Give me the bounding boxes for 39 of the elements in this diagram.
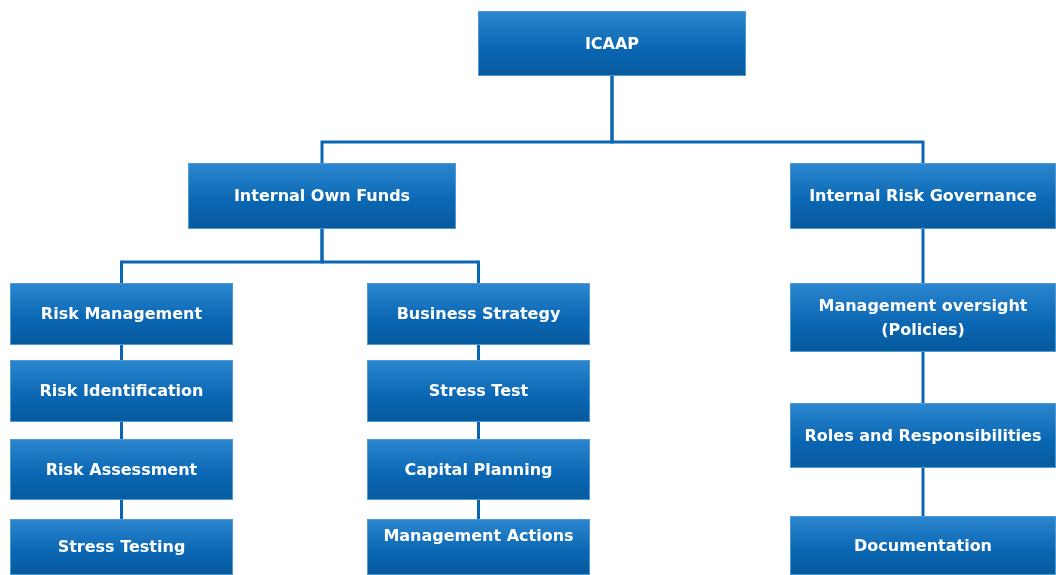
process-box bbox=[188, 163, 456, 229]
box-label: Management Actions bbox=[383, 526, 574, 547]
box-label: Stress Test bbox=[428, 380, 529, 403]
connector-line bbox=[120, 422, 123, 439]
connector-line bbox=[921, 352, 925, 403]
box-label: Internal Risk Governance bbox=[809, 185, 1037, 208]
process-box bbox=[790, 283, 1056, 352]
connector-line bbox=[120, 500, 123, 519]
process-box bbox=[10, 439, 233, 500]
connector-line bbox=[610, 76, 925, 163]
process-box bbox=[790, 403, 1056, 468]
process-box bbox=[10, 519, 233, 575]
connector-line bbox=[921, 468, 925, 516]
connector-line bbox=[120, 345, 123, 360]
box-label: Management oversight (Policies) bbox=[817, 295, 1029, 341]
box-label: Internal Own Funds bbox=[233, 185, 411, 208]
process-box bbox=[10, 283, 233, 345]
box-label: ICAAP bbox=[584, 32, 640, 55]
process-box bbox=[367, 360, 590, 422]
process-box bbox=[367, 439, 590, 500]
box-label: Business Strategy bbox=[396, 303, 561, 326]
box-label: Capital Planning bbox=[404, 458, 553, 481]
process-box bbox=[790, 163, 1056, 229]
box-label: Risk Assessment bbox=[45, 458, 198, 481]
process-box bbox=[367, 519, 590, 575]
connector-line bbox=[477, 422, 480, 439]
connector-line bbox=[477, 345, 480, 360]
box-label: Roles and Responsibilities bbox=[804, 424, 1042, 447]
connector-line bbox=[921, 229, 925, 283]
box-label: Risk Identification bbox=[39, 380, 204, 403]
process-box bbox=[367, 283, 590, 345]
connector-line bbox=[477, 500, 480, 519]
box-label: Documentation bbox=[854, 534, 992, 557]
box-label: Risk Management bbox=[40, 303, 203, 326]
process-box bbox=[10, 360, 233, 422]
process-box bbox=[790, 516, 1056, 575]
process-box bbox=[478, 11, 746, 76]
connector-line bbox=[320, 229, 480, 283]
box-label: Stress Testing bbox=[57, 536, 186, 559]
